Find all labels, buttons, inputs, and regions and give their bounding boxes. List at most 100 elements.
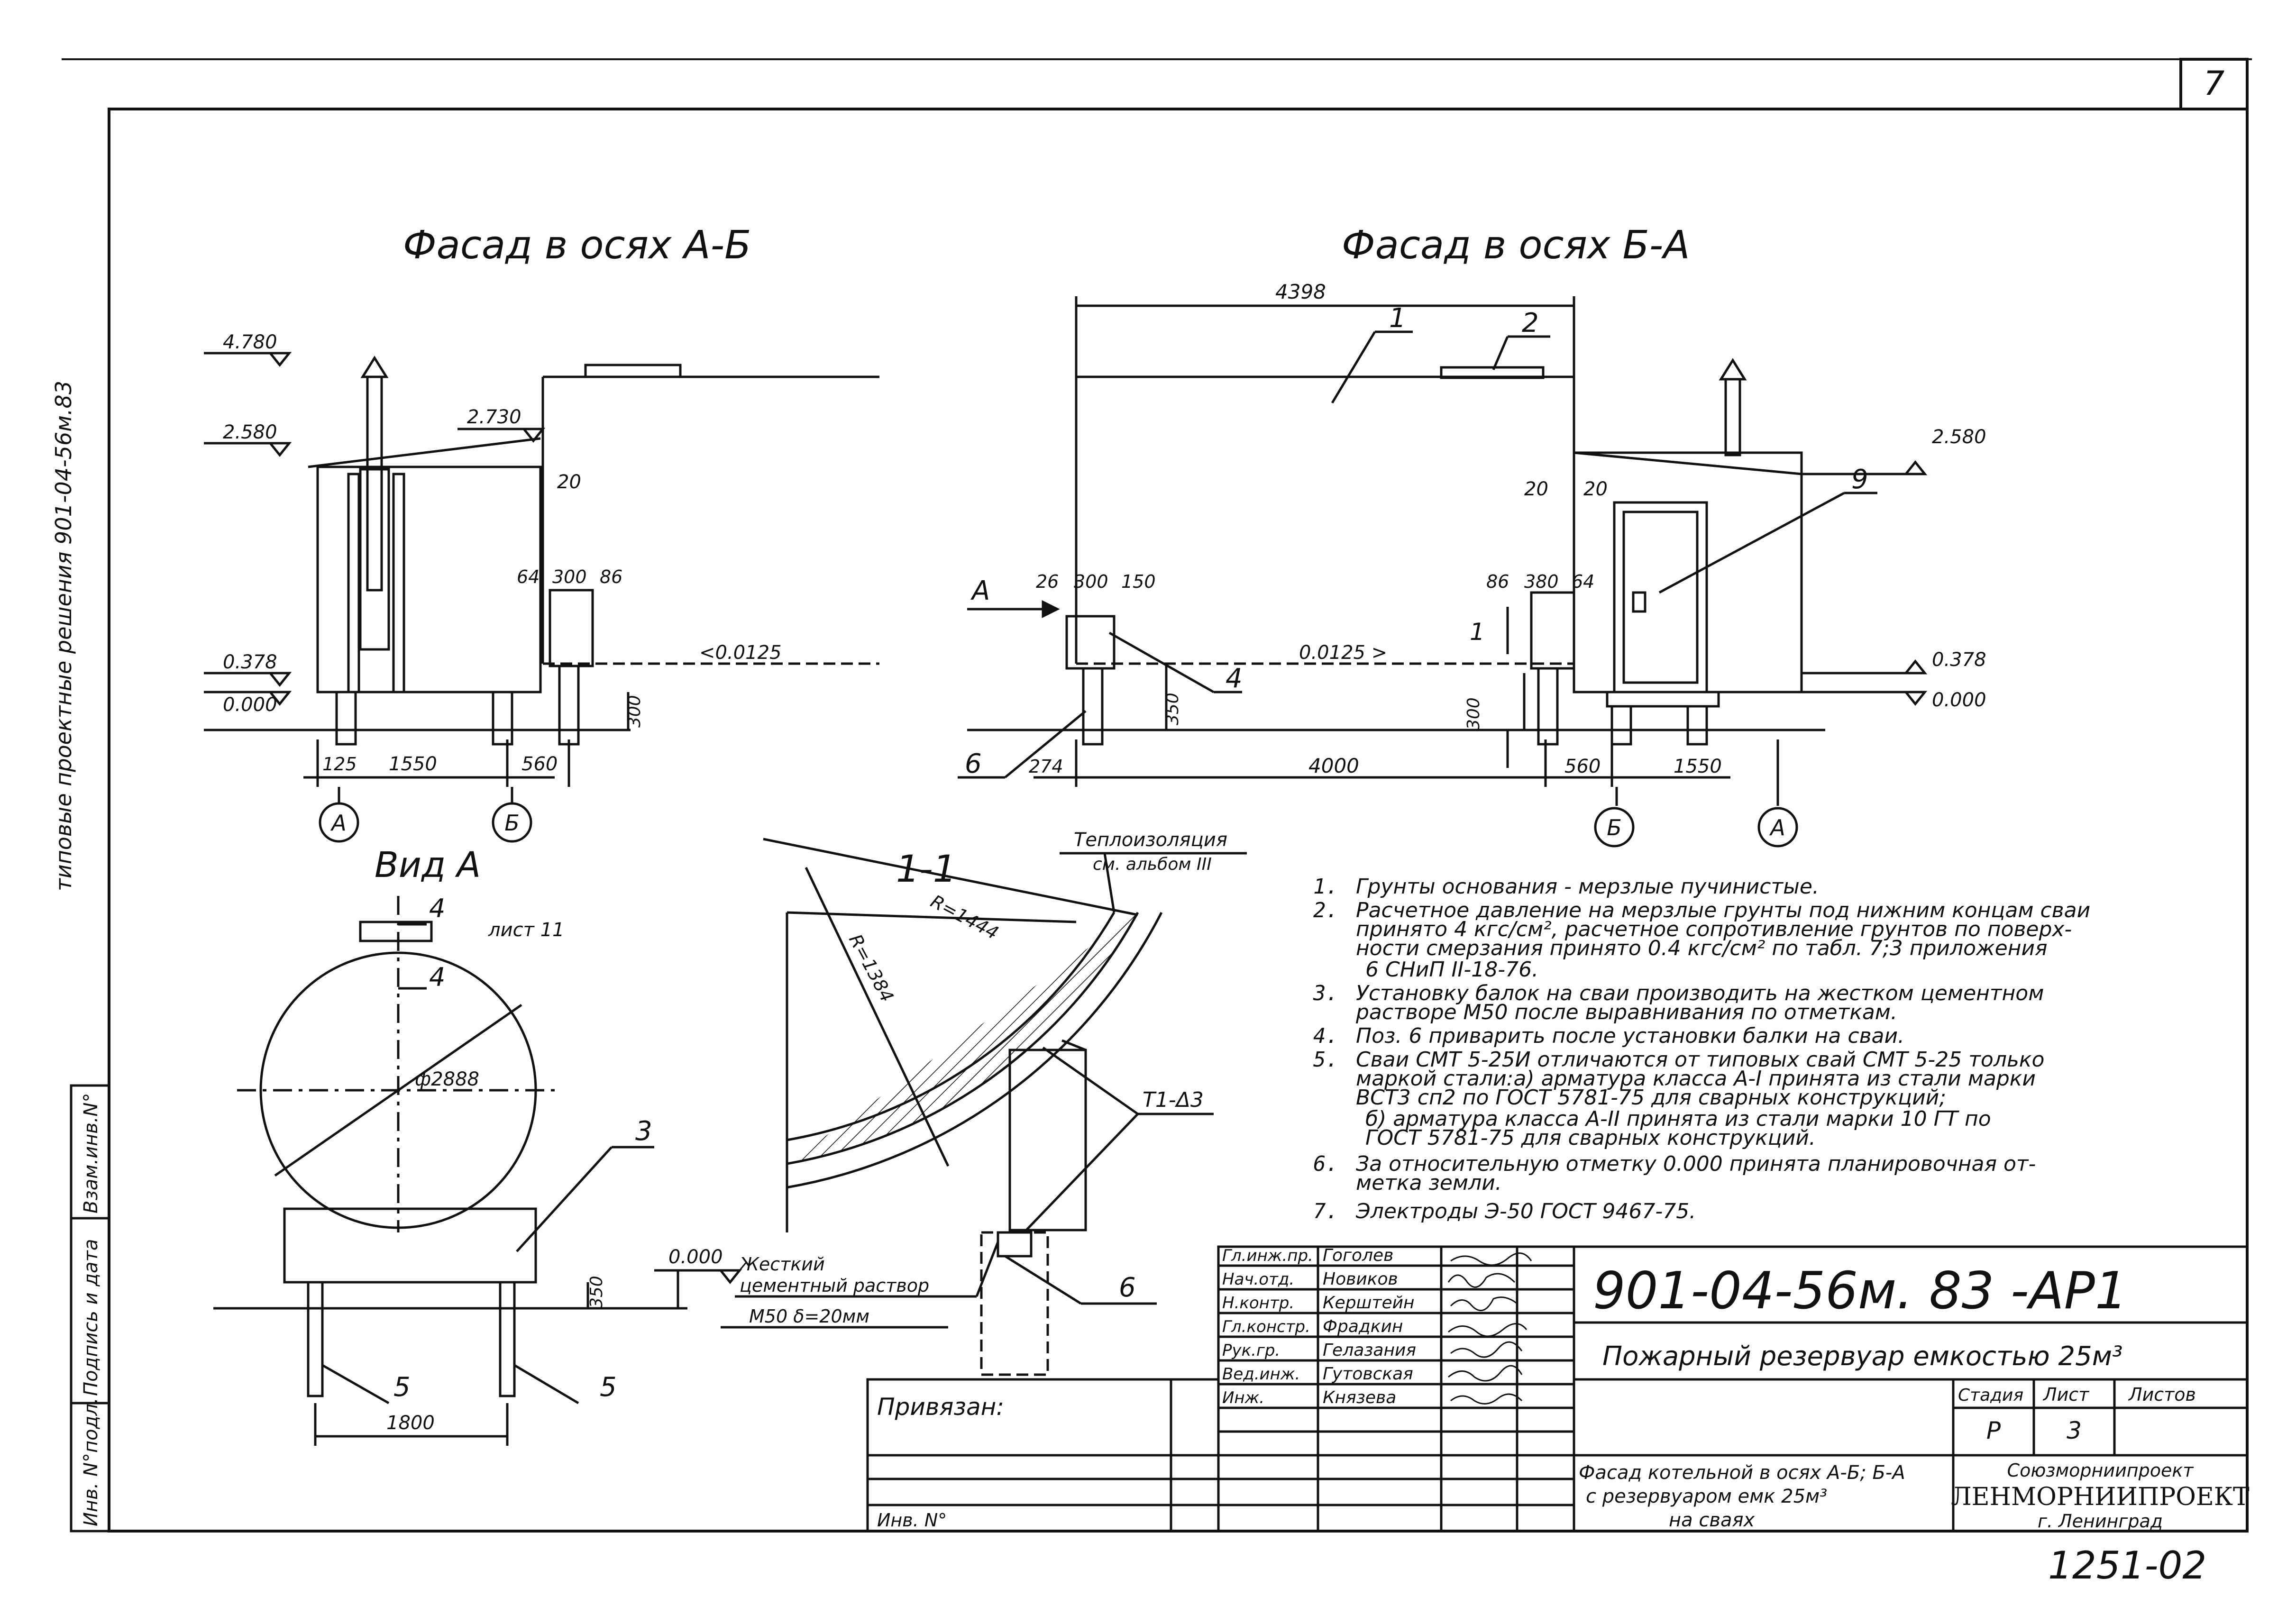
pos-4: 4: [1226, 663, 1243, 694]
dim-1550: 1550: [389, 753, 437, 775]
dim-350-view-a: 350: [587, 1276, 606, 1308]
mortar-note-line2: цементный раствор: [740, 1275, 929, 1296]
staff-name-3: Фрадкин: [1323, 1317, 1403, 1336]
note-5-line3: ВСТ3 сп2 по ГОСТ 5781-75 для сварных кон…: [1356, 1086, 1946, 1110]
staff-name-1: Новиков: [1323, 1269, 1398, 1289]
note-1-num: 1.: [1313, 875, 1338, 899]
side-strip: типовые проектные решения 901-04-56м.83 …: [51, 381, 110, 1533]
title-block: Гл.инж.пр. Гоголев Нач.отд. Новиков Н.ко…: [866, 1245, 2250, 1533]
staff-role-3: Гл.констр.: [1222, 1317, 1310, 1336]
level-2730: 2.730: [467, 406, 521, 428]
dim-1550-right: 1550: [1674, 756, 1722, 777]
level-0000: 0.000: [223, 694, 277, 716]
dim-26: 26: [1036, 571, 1059, 592]
dim-380: 380: [1524, 571, 1559, 592]
note-5-line2: маркой стали:а) арматура класса А-I прин…: [1356, 1067, 2036, 1091]
level-0378: 0.378: [223, 651, 277, 673]
insulation-note-line1: Теплоизоляция: [1074, 829, 1227, 851]
pos-9: 9: [1851, 464, 1868, 495]
level-0378-right: 0.378: [1932, 649, 1986, 671]
insulation-note-line2: см. альбом III: [1093, 855, 1212, 874]
section-mark-4-bottom: 4: [429, 962, 445, 992]
note-2-line3: ности смерзания принято 0.4 кгс/см² по т…: [1356, 936, 2048, 960]
sheet-header: Лист: [2042, 1384, 2090, 1405]
dim-300-vert-right: 300: [1464, 697, 1483, 730]
pos-5-left: 5: [393, 1372, 411, 1403]
pos-5-right: 5: [600, 1372, 617, 1403]
dim-1800: 1800: [386, 1412, 435, 1434]
dim-300-vert: 300: [625, 695, 644, 728]
note-6-line2: метка земли.: [1356, 1171, 1502, 1195]
axis-a-left: А: [330, 810, 346, 836]
diameter-2888: ф2888: [415, 1068, 479, 1090]
pos-6-section: 6: [1119, 1272, 1136, 1303]
dim-86: 86: [600, 566, 622, 587]
section-1-1-title: 1-1: [896, 848, 956, 891]
sheets-header: Листов: [2128, 1384, 2196, 1405]
level-0000-right: 0.000: [1932, 689, 1986, 711]
mortar-note-line1: Жесткий: [739, 1254, 825, 1275]
sheet-value: 3: [2067, 1417, 2082, 1444]
staff-role-1: Нач.отд.: [1222, 1270, 1294, 1289]
note-5-num: 5.: [1313, 1048, 1338, 1072]
signatures: [1447, 1252, 1532, 1405]
stamp-vzam: Взам.инв.N°: [80, 1093, 102, 1213]
dim-300-left: 300: [1074, 571, 1108, 592]
archive-code: 1251-02: [2048, 1543, 2206, 1588]
pos-1: 1: [1389, 303, 1406, 334]
view-a-title: Вид А: [375, 845, 481, 885]
staff-role-6: Инж.: [1222, 1388, 1264, 1407]
note-5-line1: Сваи СМТ 5-25И отличаются от типовых сва…: [1356, 1048, 2044, 1072]
note-2-line1: Расчетное давление на мерзлые грунты под…: [1356, 898, 2090, 922]
slope-ba: 0.0125 >: [1299, 642, 1387, 664]
dim-64: 64: [517, 566, 540, 587]
axis-b-left: Б: [504, 810, 520, 836]
dim-20: 20: [557, 471, 581, 493]
staff-name-6: Князева: [1323, 1388, 1396, 1407]
drawing-name: Пожарный резервуар емкостью 25м³: [1602, 1341, 2122, 1372]
note-6-line1: За относительную отметку 0.000 принята п…: [1356, 1152, 2036, 1176]
level-2580-right: 2.580: [1932, 426, 1986, 448]
note-7-num: 7.: [1313, 1199, 1338, 1223]
pos-3: 3: [635, 1116, 652, 1147]
org-name: ЛЕНМОРНИИПРОЕКТ: [1951, 1483, 2250, 1511]
dim-125: 125: [322, 754, 357, 775]
stage-header: Стадия: [1958, 1386, 2023, 1405]
facade-ba-title: Фасад в осях Б-А: [1342, 223, 1690, 268]
section-mark-4-top: 4: [429, 894, 445, 923]
stamp-inv-podl: Инв. N°подл.: [80, 1397, 102, 1526]
sheet-ref-11: лист 11: [488, 919, 564, 941]
staff-role-5: Вед.инж.: [1222, 1365, 1300, 1384]
weld-t1: Т1-Δ3: [1143, 1088, 1204, 1112]
page-number: 7: [2204, 64, 2225, 103]
inv-label: Инв. N°: [877, 1510, 947, 1531]
privyazan-label: Привязан:: [877, 1393, 1004, 1421]
facade-ab: Фасад в осях А-Б: [204, 223, 879, 843]
staff-role-2: Н.контр.: [1222, 1294, 1294, 1313]
dim-20-left: 20: [1524, 478, 1548, 500]
level-4780: 4.780: [223, 331, 277, 353]
facade-ab-title: Фасад в осях А-Б: [403, 223, 751, 268]
pos-2: 2: [1522, 308, 1539, 338]
dim-560-right: 560: [1564, 756, 1601, 777]
note-2-line4: 6 СНиП II-18-76.: [1365, 958, 1538, 982]
staff-name-0: Гоголев: [1323, 1246, 1393, 1265]
mortar-note-line3: М50 δ=20мм: [749, 1306, 869, 1327]
pos-6: 6: [965, 748, 982, 779]
slope-ab: <0.0125: [699, 642, 781, 664]
general-notes: 1. Грунты основания - мерзлые пучинистые…: [1313, 875, 2090, 1223]
facade-ba: Фасад в осях Б-А: [958, 223, 1986, 848]
note-3-num: 3.: [1313, 981, 1338, 1005]
dim-150: 150: [1121, 571, 1156, 592]
sheet-title-line2: с резервуаром емк 25м³: [1586, 1486, 1827, 1507]
level-0000-view-a: 0.000: [668, 1246, 723, 1268]
view-a: Вид А 4 4 лист 11 ф2888: [213, 845, 742, 1446]
note-5-line4: б) арматура класса А-II принята из стали…: [1365, 1107, 1991, 1131]
note-4-num: 4.: [1313, 1024, 1338, 1048]
axis-b-right: Б: [1607, 815, 1622, 840]
level-2580: 2.580: [223, 421, 277, 443]
note-6-num: 6.: [1313, 1152, 1338, 1176]
dim-64-right: 64: [1572, 571, 1594, 592]
sheet-title-line3: на сваях: [1669, 1509, 1755, 1531]
